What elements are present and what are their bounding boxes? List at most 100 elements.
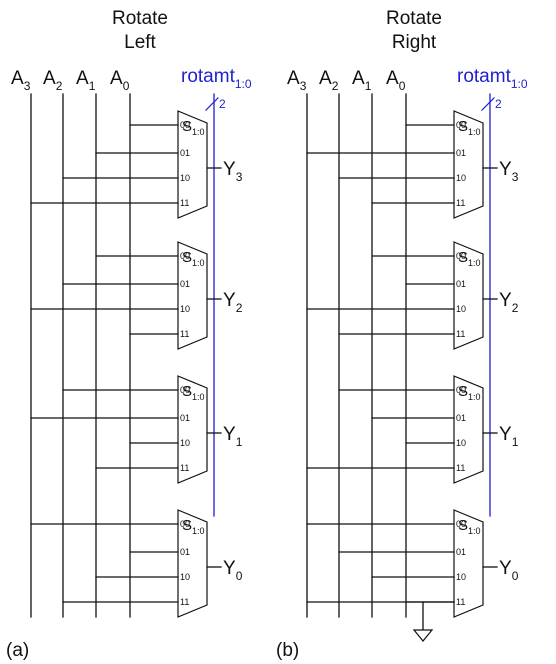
input-label-a0: A0 <box>386 68 406 93</box>
output-label-y3-subscript: 3 <box>236 170 243 184</box>
mux-y0: S1:000 01 10 11 Y0 <box>30 509 243 618</box>
output-label-y1-subscript: 1 <box>236 435 243 449</box>
mux-input-00-label: 00 <box>180 251 190 261</box>
mux-select-label-subscript: 1:0 <box>468 526 481 536</box>
output-label-y0-name: Y <box>223 558 236 579</box>
output-label-y3-name: Y <box>499 159 512 180</box>
mux-input-00-label: 00 <box>180 385 190 395</box>
input-label-a0-name: A <box>386 68 399 89</box>
mux-input-01-label: 01 <box>180 148 190 158</box>
select-label-rotamt-subscript: 1:0 <box>235 77 252 91</box>
output-label-y1-name: Y <box>223 424 236 445</box>
input-label-a3-name: A <box>287 68 300 89</box>
mux-input-10-label: 10 <box>456 173 466 183</box>
output-label-y0-subscript: 0 <box>512 569 519 583</box>
output-label-y0-name: Y <box>499 558 512 579</box>
input-label-a2-name: A <box>43 68 56 89</box>
mux-y0: S1:000 01 10 11 Y0 <box>306 509 519 618</box>
select-label-rotamt-name: rotamt <box>457 66 512 87</box>
mux-select-label-subscript: 1:0 <box>192 392 205 402</box>
panel-a-title-line-1: Rotate <box>112 8 168 29</box>
mux-input-01-label: 01 <box>456 413 466 423</box>
mux-input-11-label: 11 <box>180 329 189 339</box>
mux-input-11-label: 11 <box>456 597 465 607</box>
mux-select-label-name: S <box>182 383 192 400</box>
mux-body <box>453 375 484 484</box>
select-bus-width: 2 <box>219 97 226 111</box>
input-label-a0-name: A <box>110 68 123 89</box>
mux-input-01-label: 01 <box>456 279 466 289</box>
mux-input-10-label: 10 <box>456 438 466 448</box>
output-label-y0: Y0 <box>499 558 519 583</box>
select-label-rotamt: rotamt1:0 <box>181 66 252 91</box>
input-label-a2-subscript: 2 <box>56 79 63 93</box>
mux-input-10-label: 10 <box>180 438 190 448</box>
mux-body <box>177 241 208 350</box>
mux-input-11-label: 11 <box>180 198 189 208</box>
panel-a-caption: (a) <box>6 640 29 661</box>
output-label-y1: Y1 <box>223 424 243 449</box>
mux-input-11-label: 11 <box>456 329 465 339</box>
ground-icon <box>412 629 434 642</box>
mux-select-label: S1:0 <box>182 118 205 137</box>
output-label-y0-subscript: 0 <box>236 569 243 583</box>
input-label-a0-subscript: 0 <box>399 79 406 93</box>
output-label-y2: Y2 <box>499 290 519 315</box>
panel-b-title-line-2: Right <box>392 32 437 53</box>
mux-body <box>453 509 484 618</box>
output-label-y0: Y0 <box>223 558 243 583</box>
mux-input-11-label: 11 <box>180 463 189 473</box>
panel-b-title-line-1: Rotate <box>386 8 442 29</box>
mux-input-00-label: 00 <box>456 519 466 529</box>
mux-input-00-label: 00 <box>456 385 466 395</box>
mux-input-01-label: 01 <box>180 547 190 557</box>
select-label-rotamt-name: rotamt <box>181 66 236 87</box>
mux-input-01-label: 01 <box>456 148 466 158</box>
mux-input-00-label: 00 <box>456 251 466 261</box>
mux-select-label-subscript: 1:0 <box>192 127 205 137</box>
mux-select-label-name: S <box>182 517 192 534</box>
mux-body <box>177 509 208 618</box>
ground-symbol <box>306 601 455 642</box>
output-label-y3: Y3 <box>499 159 519 184</box>
input-label-a0: A0 <box>110 68 130 93</box>
mux-input-01-label: 01 <box>180 279 190 289</box>
mux-input-10-label: 10 <box>456 572 466 582</box>
output-label-y3: Y3 <box>223 159 243 184</box>
select-bus-width-slash <box>481 97 495 111</box>
input-label-a3-subscript: 3 <box>300 79 307 93</box>
mux-select-label-subscript: 1:0 <box>468 127 481 137</box>
select-label-rotamt: rotamt1:0 <box>457 66 528 91</box>
mux-input-00-label: 00 <box>180 519 190 529</box>
output-label-y3-subscript: 3 <box>512 170 519 184</box>
output-label-y1-subscript: 1 <box>512 435 519 449</box>
mux-input-01-label: 01 <box>456 547 466 557</box>
mux-body <box>453 241 484 350</box>
mux-input-00-label: 00 <box>180 120 190 130</box>
input-label-a1: A1 <box>352 68 372 93</box>
mux-select-label: S1:0 <box>458 517 481 536</box>
mux-input-11-label: 11 <box>180 597 189 607</box>
input-label-a3: A3 <box>287 68 307 93</box>
input-label-a1: A1 <box>76 68 96 93</box>
mux-select-label: S1:0 <box>182 383 205 402</box>
input-label-a3-subscript: 3 <box>24 79 31 93</box>
select-bus-width: 2 <box>495 97 502 111</box>
panel-b-caption: (b) <box>276 640 299 661</box>
mux-input-10-label: 10 <box>180 572 190 582</box>
mux-select-label-subscript: 1:0 <box>192 526 205 536</box>
mux-select-label-subscript: 1:0 <box>192 258 205 268</box>
output-label-y1-name: Y <box>499 424 512 445</box>
input-label-a0-subscript: 0 <box>123 79 130 93</box>
mux-input-11-label: 11 <box>456 198 465 208</box>
mux-select-label-name: S <box>458 383 468 400</box>
input-label-a1-name: A <box>76 68 89 89</box>
mux-select-label: S1:0 <box>458 249 481 268</box>
mux-body <box>453 110 484 219</box>
